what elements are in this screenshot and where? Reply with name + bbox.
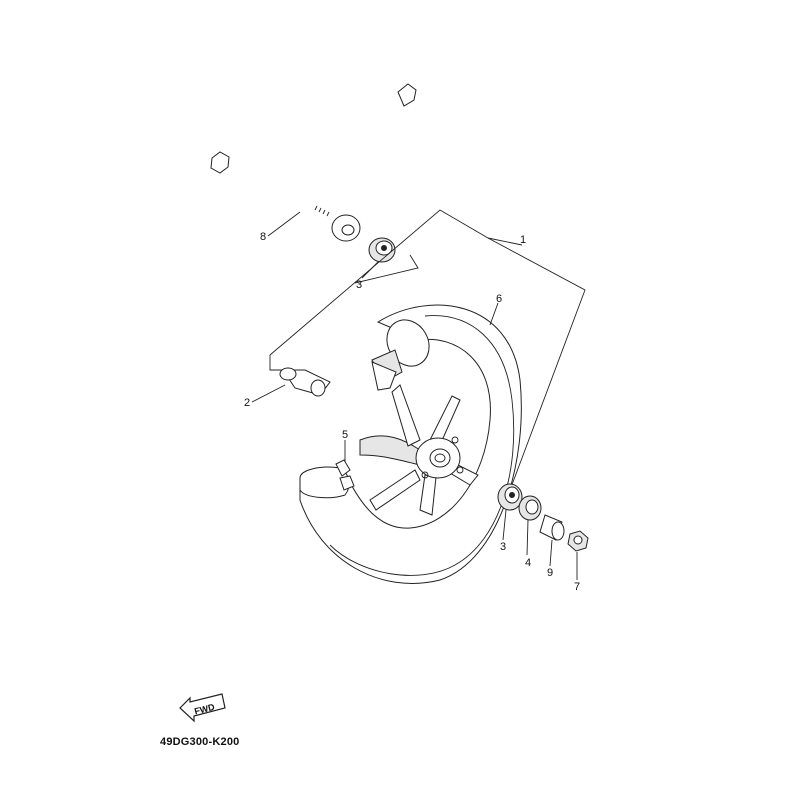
leader-lines <box>251 211 578 580</box>
speedometer-cable <box>331 83 417 242</box>
part-6-cast-wheel[interactable] <box>299 304 522 584</box>
part-7-nut[interactable] <box>567 530 589 552</box>
drawing-code: 49DG300-K200 <box>160 736 240 748</box>
fwd-label: FWD <box>193 702 216 717</box>
part-5-tire-valve[interactable] <box>335 459 355 491</box>
callout-3-lower: 3 <box>500 541 506 553</box>
part-9-collar[interactable] <box>539 514 565 541</box>
part-3-upper-bearing[interactable] <box>368 237 396 263</box>
part-3-lower-bearing[interactable] <box>497 483 523 511</box>
callout-2: 2 <box>244 397 250 409</box>
part-8-axle-bolt[interactable] <box>210 151 331 220</box>
assembly-bracket-lines <box>269 209 586 491</box>
part-2-collar[interactable] <box>279 367 331 397</box>
callout-7: 7 <box>574 581 580 593</box>
callout-1: 1 <box>520 234 526 246</box>
callout-9: 9 <box>547 567 553 579</box>
callout-5: 5 <box>342 429 348 441</box>
fwd-arrow-icon: FWD <box>179 693 226 723</box>
part-4-oil-seal[interactable] <box>518 495 542 521</box>
callout-8: 8 <box>260 231 266 243</box>
callout-6: 6 <box>496 293 502 305</box>
callout-3-upper: 3 <box>356 279 362 291</box>
callout-4: 4 <box>525 557 531 569</box>
